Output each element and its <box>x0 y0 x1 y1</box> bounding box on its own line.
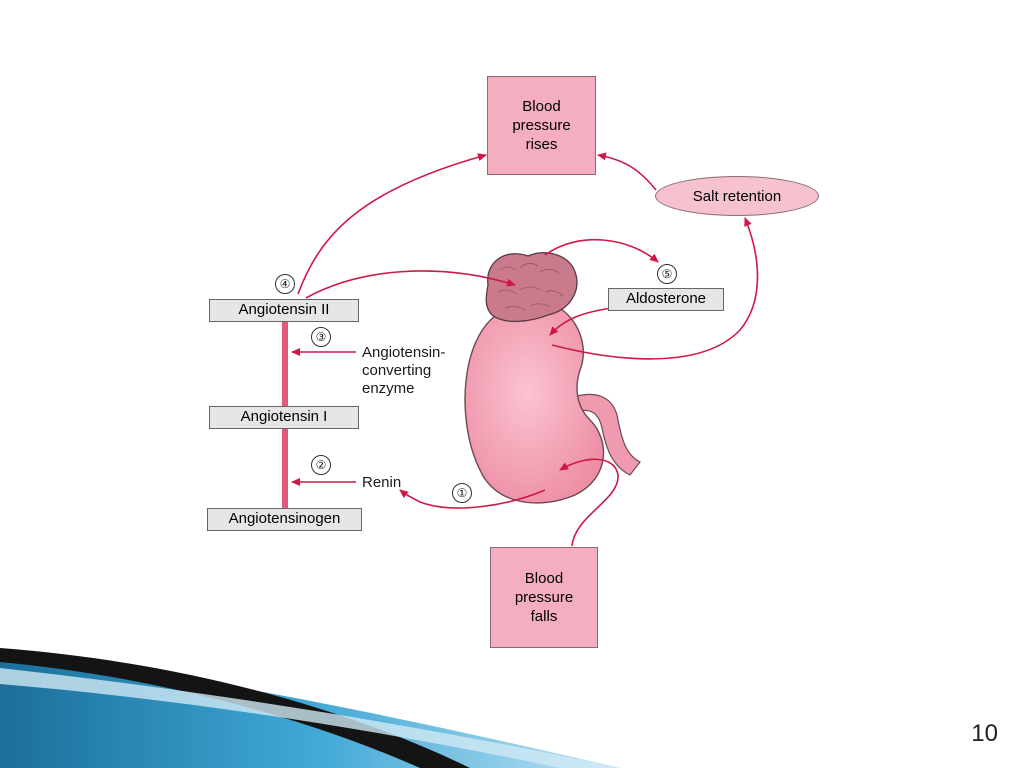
step-4-marker: ④ <box>275 274 295 294</box>
swoosh-dark <box>0 648 470 768</box>
page-number: 10 <box>971 720 998 747</box>
step-1-marker: ① <box>452 483 472 503</box>
ace-label: Angiotensin- converting enzyme <box>362 344 446 397</box>
step-5-marker: ⑤ <box>657 264 677 284</box>
angiotensinogen-box: Angiotensinogen <box>207 508 362 531</box>
arrow-kidney-to-renin <box>399 489 546 509</box>
ureter <box>569 393 641 476</box>
arrow-salt-to-bp-rises <box>597 152 657 191</box>
salt-retention-ellipse: Salt retention <box>655 176 819 216</box>
aldosterone-box: Aldosterone <box>608 288 724 311</box>
step-3-marker: ③ <box>311 327 331 347</box>
angiotensin-i-box: Angiotensin I <box>209 406 359 429</box>
arrow-aldosterone-to-kidney <box>549 307 613 336</box>
swoosh-light <box>0 668 620 768</box>
bp-falls-box: Blood pressure falls <box>490 547 598 648</box>
bp-rises-box: Blood pressure rises <box>487 76 596 175</box>
step-2-marker: ② <box>311 455 331 475</box>
arrow-angii-to-bp-rises <box>297 153 487 295</box>
arrow-kidney-to-salt-retention <box>551 217 759 360</box>
angiotensin-ii-box: Angiotensin II <box>209 299 359 322</box>
adrenal-texture <box>497 263 564 311</box>
arrow-adrenal-to-aldosterone <box>544 238 659 263</box>
arrow-angii-to-adrenal <box>305 270 516 299</box>
arrow-bp-falls-to-kidney <box>559 458 619 547</box>
renin-label: Renin <box>362 474 402 491</box>
